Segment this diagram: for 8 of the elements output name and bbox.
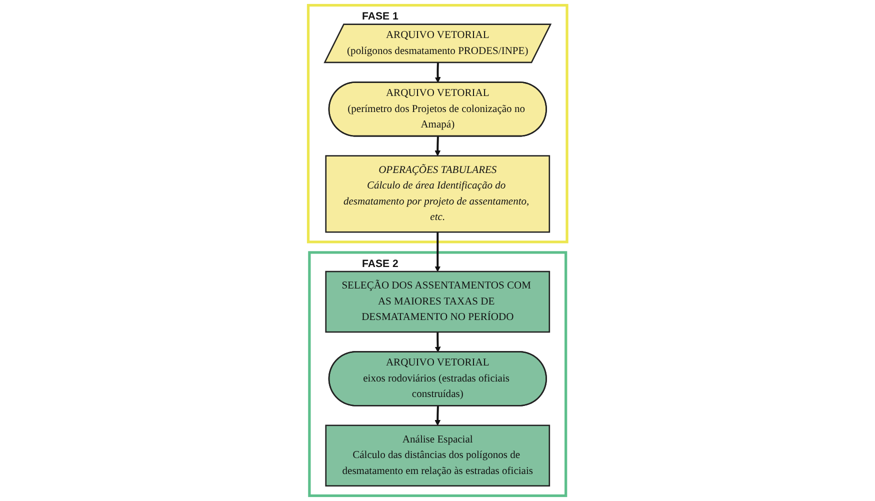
- arrow: [434, 332, 441, 352]
- arrow: [434, 62, 441, 83]
- node-box: Análise Espacial Cálculo das distâncias dos polígonos de desmatamento em relação às estradas oficiais: [325, 424, 550, 487]
- arrow: [434, 232, 440, 272]
- node-box: SELEÇÃO DOS ASSENTAMENTOS COM AS MAIORES TAXAS DE DESMATAMENTO NO PERÍODO: [325, 270, 550, 333]
- node-box: OPERAÇÕES TABULARES Cálculo de área Identificação do desmatamento por projeto de assentamento, etc.: [325, 155, 550, 233]
- arrow: [434, 406, 440, 426]
- arrow: [434, 136, 440, 156]
